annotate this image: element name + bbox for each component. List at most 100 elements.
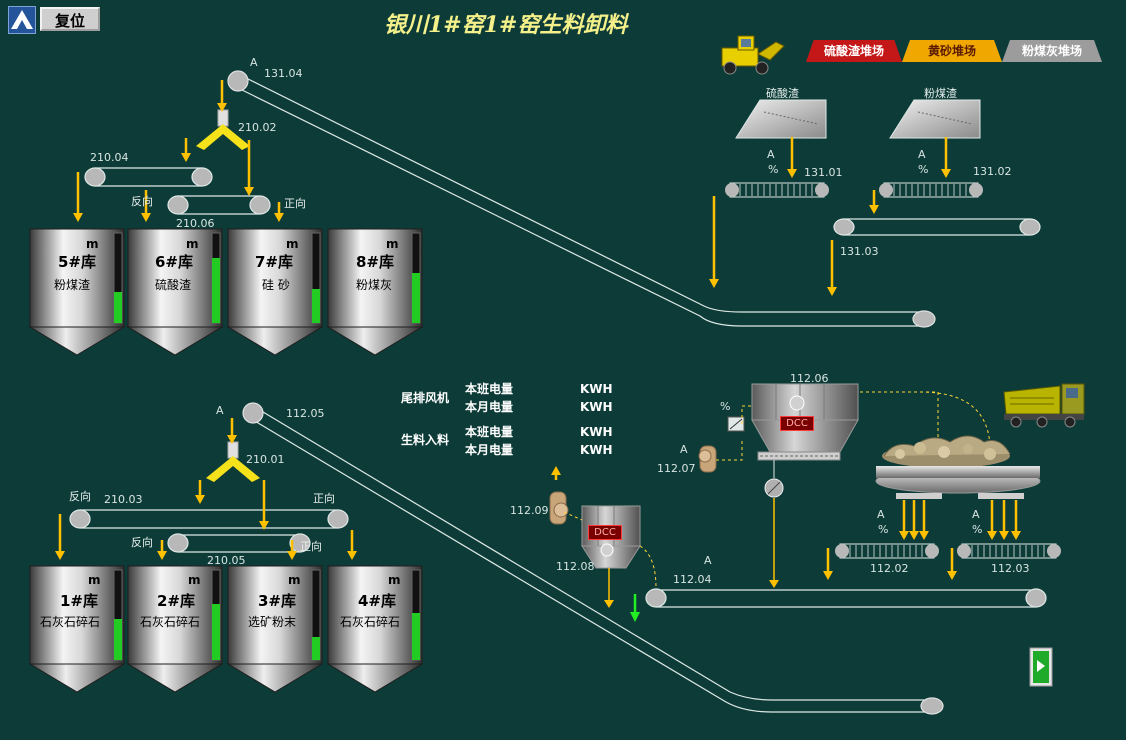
belt-210-06[interactable] bbox=[167, 195, 271, 215]
silo[interactable] bbox=[326, 565, 424, 693]
flow-arrow-icon bbox=[181, 138, 191, 162]
silo[interactable] bbox=[28, 565, 126, 693]
percent-label: % bbox=[878, 523, 889, 536]
level-fill bbox=[212, 258, 220, 323]
silo[interactable] bbox=[28, 228, 126, 356]
forward-label: 正向 bbox=[284, 197, 306, 210]
silo[interactable] bbox=[126, 565, 224, 693]
tab-sulfuric-slag-yard[interactable]: 硫酸渣堆场 bbox=[806, 40, 902, 62]
belt-112-05[interactable] bbox=[242, 402, 944, 715]
mode-label: A bbox=[877, 508, 885, 521]
flow-arrow-icon bbox=[227, 418, 237, 444]
dust-collector-112-08[interactable] bbox=[581, 505, 641, 608]
silo[interactable] bbox=[126, 228, 224, 356]
feeder-112-02[interactable] bbox=[835, 543, 939, 559]
flow-arrow-icon bbox=[999, 500, 1009, 540]
silo-unit: m bbox=[386, 237, 399, 251]
fan-112-07[interactable] bbox=[698, 416, 745, 473]
dcc-indicator[interactable]: DCC bbox=[780, 416, 814, 431]
flow-arrow-icon bbox=[195, 480, 205, 504]
mode-label: A bbox=[918, 148, 926, 161]
silo-material: 石灰石碎石 bbox=[140, 615, 201, 629]
exit-door-icon[interactable] bbox=[1029, 647, 1053, 687]
belt-id-210-03: 210.03 bbox=[104, 493, 143, 506]
belt-id-210-05: 210.05 bbox=[207, 554, 246, 567]
shift-energy-label: 本班电量 bbox=[465, 382, 514, 396]
reverse-label: 反向 bbox=[69, 490, 91, 503]
silo-material: 选矿粉末 bbox=[248, 615, 297, 629]
belt-id-112-04: 112.04 bbox=[673, 573, 712, 586]
silo[interactable] bbox=[226, 565, 324, 693]
belt-131-03[interactable] bbox=[833, 218, 1041, 236]
silo-number: 6#库 bbox=[155, 253, 194, 271]
silo-unit: m bbox=[188, 573, 201, 587]
dust-collector-112-06[interactable] bbox=[751, 383, 859, 588]
dump-truck-icon bbox=[1003, 383, 1085, 428]
page-title: 银川1#窑1#窑生料卸料 bbox=[384, 12, 628, 38]
feeder-id-112-03: 112.03 bbox=[991, 562, 1030, 575]
flow-arrow-icon bbox=[941, 137, 951, 178]
silo[interactable] bbox=[226, 228, 324, 356]
flow-arrow-icon bbox=[274, 202, 284, 222]
flow-arrow-icon bbox=[709, 196, 719, 288]
fan-112-09[interactable] bbox=[549, 491, 569, 525]
energy-unit: KWH bbox=[580, 443, 613, 457]
forward-label: 正向 bbox=[300, 540, 322, 553]
flow-arrow-icon bbox=[141, 190, 151, 222]
belt-112-04[interactable] bbox=[645, 588, 1047, 608]
energy-unit: KWH bbox=[580, 425, 613, 439]
mode-label: A bbox=[250, 56, 258, 69]
splitter-id-210-02: 210.02 bbox=[238, 121, 277, 134]
flow-arrow-icon bbox=[947, 548, 957, 580]
flow-arrow-active-icon bbox=[630, 594, 640, 622]
mode-label: A bbox=[972, 508, 980, 521]
silo[interactable] bbox=[326, 228, 424, 356]
belt-210-04[interactable] bbox=[84, 167, 213, 187]
stockpile-disc bbox=[875, 435, 1041, 499]
percent-label: % bbox=[768, 163, 779, 176]
flow-arrow-icon bbox=[869, 190, 879, 214]
flow-arrow-icon bbox=[551, 466, 561, 480]
tab-yellow-sand-yard[interactable]: 黄砂堆场 bbox=[902, 40, 1002, 62]
forward-label: 正向 bbox=[313, 492, 335, 505]
silo-material: 粉煤灰 bbox=[356, 278, 393, 292]
belt-210-03[interactable] bbox=[69, 509, 349, 529]
level-fill bbox=[312, 637, 320, 660]
silo-number: 2#库 bbox=[157, 592, 196, 610]
silo-unit: m bbox=[288, 573, 301, 587]
belt-id-131-04: 131.04 bbox=[264, 67, 303, 80]
app-logo bbox=[8, 6, 36, 34]
silo-material: 硅 砂 bbox=[262, 278, 290, 292]
level-fill bbox=[312, 289, 320, 323]
flow-arrow-icon bbox=[217, 80, 227, 112]
percent-label: % bbox=[972, 523, 983, 536]
silo-unit: m bbox=[286, 237, 299, 251]
energy-unit: KWH bbox=[580, 400, 613, 414]
belt-id-131-02: 131.02 bbox=[973, 165, 1012, 178]
flow-arrow-icon bbox=[827, 240, 837, 296]
splitter-id-210-01: 210.01 bbox=[246, 453, 285, 466]
equipment-id-112-07: 112.07 bbox=[657, 462, 696, 475]
belt-id-210-06: 210.06 bbox=[176, 217, 215, 230]
feeder-131-02[interactable] bbox=[879, 182, 983, 198]
tab-fly-ash-yard[interactable]: 粉煤灰堆场 bbox=[1002, 40, 1102, 62]
feeder-112-03[interactable] bbox=[957, 543, 1061, 559]
silo-material: 石灰石碎石 bbox=[40, 615, 101, 629]
flow-arrow-icon bbox=[347, 530, 357, 560]
belt-210-05[interactable] bbox=[167, 533, 311, 553]
percent-label: % bbox=[720, 400, 731, 413]
silo-number: 5#库 bbox=[58, 253, 97, 271]
feeder-131-01[interactable] bbox=[725, 182, 829, 198]
reset-button[interactable]: 复位 bbox=[40, 7, 100, 31]
flow-arrow-icon bbox=[909, 500, 919, 540]
silo-number: 1#库 bbox=[60, 592, 99, 610]
flow-arrow-icon bbox=[899, 500, 909, 540]
belt-131-04[interactable] bbox=[227, 70, 936, 328]
belt-id-131-03: 131.03 bbox=[840, 245, 879, 258]
level-fill bbox=[412, 613, 420, 660]
flow-arrow-icon bbox=[73, 172, 83, 222]
dcc-indicator[interactable]: DCC bbox=[588, 525, 622, 540]
belt-id-131-01: 131.01 bbox=[804, 166, 843, 179]
flow-arrow-icon bbox=[287, 540, 297, 560]
flow-arrows bbox=[55, 80, 1021, 622]
